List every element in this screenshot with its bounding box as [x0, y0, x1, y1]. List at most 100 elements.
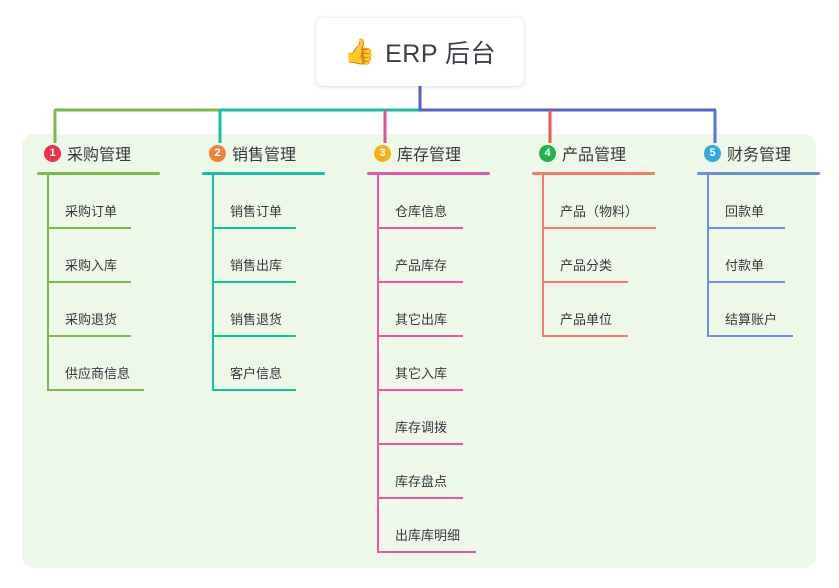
branch-header-underline [367, 172, 490, 175]
branch-item-underline [212, 389, 296, 391]
branch-number-badge: 4 [539, 144, 556, 162]
branch-item-underline [542, 281, 628, 283]
branch-title: 产品管理 [562, 147, 627, 164]
branch-item-label: 采购订单 [65, 204, 118, 219]
branch-item-list: 销售订单销售出库销售退货客户信息 [212, 175, 362, 391]
branch-item-underline [707, 335, 793, 337]
branch-title: 财务管理 [727, 147, 792, 164]
branch-item-underline [212, 335, 296, 337]
root-node-title: ERP 后台 [385, 40, 497, 68]
branch-item[interactable]: 供应商信息 [47, 337, 197, 391]
branch-item-underline [47, 335, 131, 337]
branch-item-list: 采购订单采购入库采购退货供应商信息 [47, 175, 197, 391]
branch-item[interactable]: 采购订单 [47, 175, 197, 229]
branch-item-label: 其它入库 [395, 366, 448, 381]
branch-item[interactable]: 库存盘点 [377, 445, 527, 499]
branch-item-underline [542, 227, 656, 229]
branch-item-underline [47, 227, 131, 229]
branch-item[interactable]: 库存调拨 [377, 391, 527, 445]
branch-item[interactable]: 仓库信息 [377, 175, 527, 229]
branch-item-label: 采购入库 [65, 258, 118, 273]
branch-header-underline [697, 172, 820, 175]
branch-item[interactable]: 产品库存 [377, 229, 527, 283]
branch-title: 采购管理 [67, 147, 132, 164]
branch-item[interactable]: 产品（物料） [542, 175, 692, 229]
branch-item[interactable]: 采购退货 [47, 283, 197, 337]
branch-item[interactable]: 采购入库 [47, 229, 197, 283]
branch-title: 库存管理 [397, 147, 462, 164]
branch-item-underline [707, 281, 785, 283]
branch-header-underline [37, 172, 160, 175]
branch-item-label: 产品分类 [560, 258, 613, 273]
thumbs-up-icon: 👍 [343, 37, 376, 66]
branch-column-5[interactable]: 5 财务管理回款单付款单结算账户 [692, 134, 839, 337]
branch-number-badge: 3 [374, 144, 391, 162]
branch-item-list: 仓库信息产品库存其它出库其它入库库存调拨库存盘点出库库明细 [377, 175, 527, 553]
branch-header-3[interactable]: 3 库存管理 [362, 134, 527, 172]
branch-header-5[interactable]: 5 财务管理 [692, 134, 839, 172]
branch-item[interactable]: 产品分类 [542, 229, 692, 283]
branch-item-underline [47, 281, 131, 283]
branch-item-underline [212, 227, 296, 229]
branch-item[interactable]: 结算账户 [707, 283, 839, 337]
branch-item-underline [542, 335, 628, 337]
branch-item-label: 销售订单 [230, 204, 283, 219]
branch-spine [212, 175, 214, 391]
branch-header-4[interactable]: 4 产品管理 [527, 134, 692, 172]
branch-item[interactable]: 销售退货 [212, 283, 362, 337]
branch-item-underline [377, 551, 476, 553]
branch-item[interactable]: 出库库明细 [377, 499, 527, 553]
branch-item-label: 产品库存 [395, 258, 448, 273]
branch-item-label: 付款单 [725, 258, 765, 273]
branch-number-badge: 5 [704, 144, 721, 162]
branch-item-label: 仓库信息 [395, 204, 448, 219]
branch-header-underline [202, 172, 325, 175]
branch-item-list: 回款单付款单结算账户 [707, 175, 839, 337]
branch-spine [47, 175, 49, 391]
branch-column-4[interactable]: 4 产品管理产品（物料） 产品分类产品单位 [527, 134, 692, 337]
branch-item-label: 销售出库 [230, 258, 283, 273]
branch-item-underline [212, 281, 296, 283]
branch-item-label: 结算账户 [725, 312, 778, 327]
branch-item-label: 回款单 [725, 204, 765, 219]
branch-spine [707, 175, 709, 337]
content-panel [22, 134, 816, 568]
branch-number-badge: 2 [209, 144, 226, 162]
branch-spine [377, 175, 379, 553]
branch-item[interactable]: 其它出库 [377, 283, 527, 337]
branch-item-label: 客户信息 [230, 366, 283, 381]
branch-column-3[interactable]: 3 库存管理仓库信息产品库存其它出库其它入库库存调拨库存盘点出库库明细 [362, 134, 527, 553]
branch-item-label: 供应商信息 [65, 366, 131, 381]
branch-item[interactable]: 产品单位 [542, 283, 692, 337]
branch-item[interactable]: 付款单 [707, 229, 839, 283]
root-node-erp-backend[interactable]: 👍 ERP 后台 [316, 18, 524, 86]
branch-item-underline [377, 497, 463, 499]
branch-item[interactable]: 回款单 [707, 175, 839, 229]
branch-item-underline [377, 335, 463, 337]
branch-item-label: 库存盘点 [395, 474, 448, 489]
branch-item-label: 库存调拨 [395, 420, 448, 435]
branch-item-label: 出库库明细 [395, 528, 461, 543]
branch-item-label: 销售退货 [230, 312, 283, 327]
branch-item-label: 其它出库 [395, 312, 448, 327]
branch-item-label: 产品（物料） [560, 204, 639, 219]
branch-item-underline [377, 281, 463, 283]
branch-item[interactable]: 销售出库 [212, 229, 362, 283]
branch-item-underline [47, 389, 144, 391]
branch-item[interactable]: 销售订单 [212, 175, 362, 229]
branch-item-underline [377, 389, 463, 391]
branch-item-underline [707, 227, 785, 229]
branch-item[interactable]: 客户信息 [212, 337, 362, 391]
branch-item-underline [377, 227, 463, 229]
branch-item-list: 产品（物料） 产品分类产品单位 [542, 175, 692, 337]
branch-item-label: 采购退货 [65, 312, 118, 327]
branch-header-underline [532, 172, 655, 175]
branch-item[interactable]: 其它入库 [377, 337, 527, 391]
branch-item-label: 产品单位 [560, 312, 613, 327]
